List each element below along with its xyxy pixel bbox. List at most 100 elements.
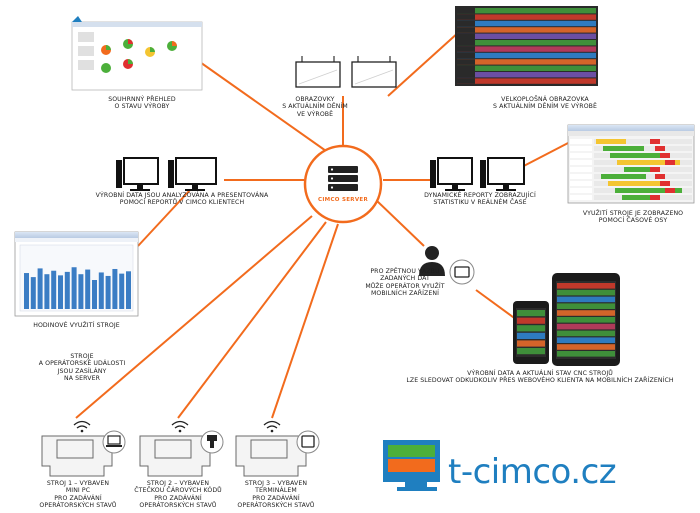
hourly-bar: [37, 268, 43, 309]
tablet-row: [557, 303, 615, 309]
caption-events-sent: Stroje a operátorské události jsou zasíl…: [38, 353, 126, 383]
screen-row: [457, 14, 596, 20]
hourly-bar: [58, 275, 63, 309]
timeline-segment: [650, 195, 660, 200]
hourly-bar: [64, 271, 70, 309]
hourly-bar: [112, 268, 118, 309]
timeline-segment: [596, 139, 626, 144]
server-icon: [328, 166, 358, 191]
caption-production-data-reports: Výrobní data jsou analyzována a presento…: [95, 192, 269, 207]
phone-row: [517, 332, 545, 339]
timeline-row-label: [570, 160, 592, 165]
timeline-segment: [601, 174, 646, 179]
hourly-bar: [98, 272, 104, 309]
screen-row-id: [457, 65, 475, 71]
monitor-icon: [430, 157, 473, 191]
hourly-bar: [119, 273, 125, 309]
caption-summary-overview: Souhrnný přehled o stavu výroby: [108, 96, 176, 111]
machine-1: [41, 420, 126, 477]
operator-icon: [419, 246, 445, 276]
cimco-server-node: CIMCO SERVER: [303, 144, 383, 224]
screen-row-id: [457, 78, 475, 84]
phone-row: [517, 348, 545, 355]
screen-row-id: [457, 33, 475, 39]
screen-row: [457, 52, 596, 59]
caption-hourly-utilization: Hodinové využití stroje: [33, 322, 120, 329]
tablet-row: [557, 283, 615, 289]
hourly-bar: [126, 271, 131, 309]
timeline-row-label: [570, 181, 592, 186]
phone-row: [517, 340, 545, 347]
timeline-segment: [603, 146, 644, 151]
screen-row: [457, 78, 596, 84]
screen-row-id: [457, 14, 475, 20]
screen-row-id: [457, 52, 475, 59]
tablet-icon: [552, 273, 620, 366]
timeline-segment: [655, 146, 665, 151]
screen-row-id: [457, 40, 475, 46]
hourly-chart-screenshot: [14, 231, 139, 317]
server-label: CIMCO SERVER: [318, 197, 368, 203]
tablet-row: [557, 310, 615, 316]
cnc-machine-icon: [139, 435, 211, 477]
machine-2: [139, 420, 224, 477]
link-machine-3: [271, 223, 339, 419]
hourly-bar: [105, 275, 111, 309]
screen-row-id: [457, 27, 475, 33]
large-screen-screenshot: [455, 6, 598, 86]
timeline-segment: [650, 167, 660, 172]
phone-icon: [513, 301, 549, 364]
timeline-row-label: [570, 195, 592, 200]
timeline-segment: [655, 174, 665, 179]
caption-machine-1: Stroj 1 – vybaven mini PC pro zadávání o…: [39, 480, 117, 510]
timeline-row-track: [594, 139, 692, 144]
timeline-screenshot: [567, 124, 695, 204]
summary-overview-screenshot: [71, 16, 203, 91]
mobile-device-badge: [449, 259, 475, 285]
link-machine-1: [75, 215, 313, 419]
mini-pie-charts: [101, 39, 177, 73]
phone-row: [517, 310, 545, 317]
phone-row: [517, 317, 545, 324]
tablet-row: [557, 337, 615, 343]
hourly-bar: [71, 267, 77, 309]
tablet-row: [557, 344, 615, 350]
screen-row-id: [457, 46, 475, 52]
caption-large-screen: Velkoplošná obrazovka s aktuálním děním …: [492, 96, 598, 111]
machine-3: [235, 420, 320, 477]
brand-text: t-cimco.cz: [448, 452, 617, 492]
screen-row-id: [457, 20, 475, 27]
link-machine-2: [177, 221, 327, 419]
screen-row: [457, 33, 596, 39]
screen-row: [457, 20, 596, 27]
tablet-row: [557, 323, 615, 330]
timeline-segment: [665, 188, 675, 193]
barcode-scanner-icon: [207, 435, 217, 448]
hourly-bar: [51, 270, 57, 309]
link-mobile: [475, 289, 518, 321]
timeline-segment: [617, 160, 680, 165]
caption-screens-current-state: Obrazovky s aktuálním děním ve výrobě: [282, 96, 348, 118]
caption-machine-3: Stroj 3 – vybaven terminálem pro zadáván…: [237, 480, 315, 510]
caption-mobile-access: Výrobní data a aktuální stav CNC strojů …: [406, 370, 674, 385]
monitor-icon: [116, 157, 159, 191]
timeline-segment: [622, 195, 660, 200]
timeline-row-label: [570, 174, 592, 179]
tv-screen-icon: [295, 56, 341, 88]
t-cimco-logo-icon: [383, 440, 440, 491]
tv-screen-icon: [351, 56, 397, 88]
timeline-row-label: [570, 146, 592, 151]
timeline-segment: [610, 153, 662, 158]
timeline-row-label: [570, 139, 592, 144]
timeline-segment: [660, 153, 670, 158]
hourly-bar: [24, 273, 29, 309]
timeline-row-label: [570, 188, 592, 193]
caption-machine-2: Stroj 2 – vybaven čtečkou čárových kódů …: [134, 480, 222, 510]
tablet-row: [557, 351, 615, 357]
timeline-row-label: [570, 153, 592, 158]
screen-row: [457, 40, 596, 46]
timeline-segment: [665, 160, 675, 165]
timeline-segment: [650, 139, 660, 144]
phone-row: [517, 325, 545, 332]
